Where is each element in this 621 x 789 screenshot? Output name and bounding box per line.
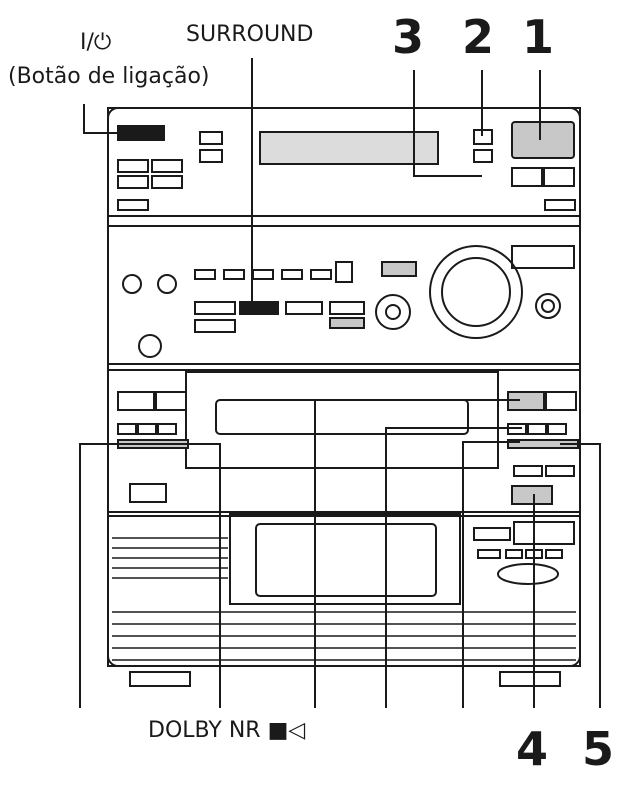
amp-button xyxy=(223,269,245,280)
deck-a-button xyxy=(157,423,177,435)
button-1 xyxy=(511,121,575,159)
top-button xyxy=(473,149,493,163)
amp-button xyxy=(194,269,216,280)
leader-dolby-b-2 xyxy=(385,427,522,708)
bottom-button xyxy=(545,549,563,559)
leader-5 xyxy=(560,443,601,708)
amp-button xyxy=(194,301,236,315)
knob xyxy=(157,274,177,294)
amp-display xyxy=(511,245,575,269)
jog-dial-center xyxy=(385,304,401,320)
tape-window xyxy=(185,371,499,469)
top-button xyxy=(117,175,149,189)
display-window xyxy=(259,131,439,165)
volume-knob xyxy=(441,257,511,327)
bottom-button xyxy=(473,527,511,541)
power-switch xyxy=(117,125,165,141)
dolby-nr-label: DOLBY NR ■◁ xyxy=(148,718,306,743)
leader-dolby-a xyxy=(176,443,221,708)
bottom-door xyxy=(255,523,437,597)
top-button xyxy=(151,159,183,173)
bottom-section xyxy=(107,515,581,667)
deck-b-button xyxy=(545,465,575,477)
leader-3 xyxy=(413,70,482,177)
knob-center xyxy=(541,299,555,313)
volume-ring xyxy=(429,245,523,339)
power-caption-label: (Botão de ligação) xyxy=(8,64,210,89)
headphone-jack xyxy=(138,334,162,358)
deck-b-button xyxy=(527,423,547,435)
bottom-button xyxy=(477,549,501,559)
amp-button xyxy=(310,269,332,280)
power-symbol-label: I/⏻ xyxy=(80,30,112,55)
surround-label: SURROUND xyxy=(186,22,314,47)
amp-button xyxy=(252,269,274,280)
top-button xyxy=(544,199,576,211)
callout-3: 3 xyxy=(392,10,425,64)
amp-button xyxy=(335,261,353,283)
foot xyxy=(129,671,191,687)
jog-dial xyxy=(375,294,411,330)
bottom-display xyxy=(513,521,575,545)
leader-dolby-b-1 xyxy=(314,399,520,708)
top-button xyxy=(117,199,149,211)
amp-button xyxy=(194,319,236,333)
top-button xyxy=(117,159,149,173)
deck-a-play xyxy=(129,483,167,503)
leader-lines xyxy=(79,58,601,708)
top-button xyxy=(199,149,223,163)
amp-button xyxy=(329,317,365,329)
callout-1: 1 xyxy=(522,10,555,64)
bottom-window xyxy=(229,513,461,605)
amp-button xyxy=(285,301,323,315)
callout-5: 5 xyxy=(582,722,615,776)
amp-section xyxy=(107,225,581,365)
callout-2: 2 xyxy=(462,10,495,64)
deck-a-button xyxy=(117,423,137,435)
deck-a-button xyxy=(155,391,187,411)
deck-a-button xyxy=(137,423,157,435)
deck-section xyxy=(107,369,581,513)
leader-power xyxy=(83,104,120,134)
button-4 xyxy=(511,485,553,505)
deck-b-button xyxy=(547,423,567,435)
amp-button xyxy=(329,301,365,315)
deck-b-button xyxy=(513,465,543,477)
grille-lines xyxy=(112,537,576,661)
foot xyxy=(499,671,561,687)
knob xyxy=(122,274,142,294)
top-button xyxy=(151,175,183,189)
bottom-button xyxy=(505,549,523,559)
top-section xyxy=(107,107,581,217)
knob xyxy=(535,293,561,319)
amp-button xyxy=(381,261,417,277)
deck-a-button xyxy=(117,391,155,411)
leader-dolby-b-3 xyxy=(462,441,520,708)
leader-dolby-a-left xyxy=(79,443,190,708)
callout-4: 4 xyxy=(516,722,549,776)
surround-button xyxy=(239,301,279,315)
deck-b-button xyxy=(545,391,577,411)
button-2-left xyxy=(511,167,543,187)
top-button xyxy=(199,131,223,145)
button-2-right xyxy=(543,167,575,187)
amp-button xyxy=(281,269,303,280)
bottom-dial xyxy=(497,563,559,585)
